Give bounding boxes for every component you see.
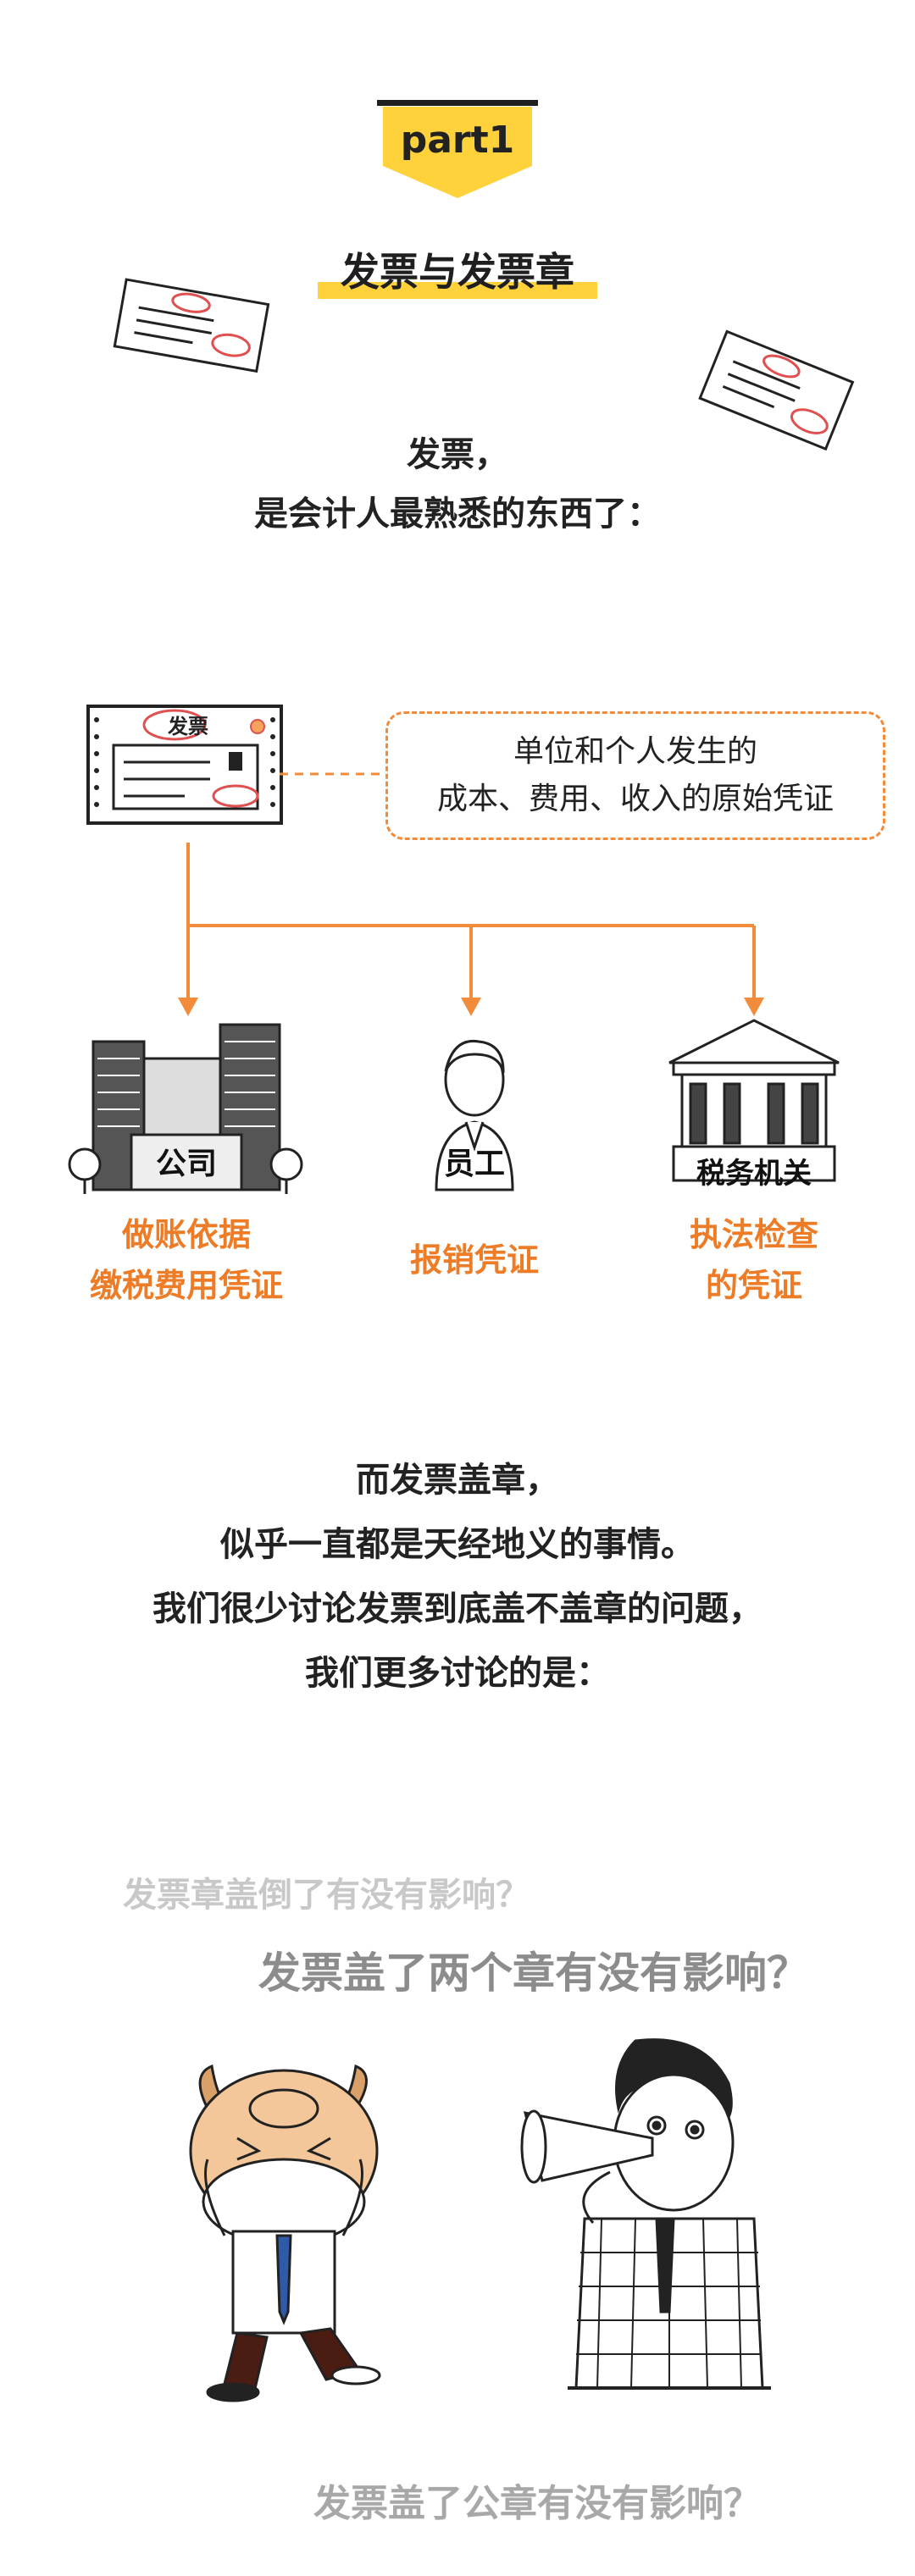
employee-label: 报销凭证: [409, 1241, 539, 1279]
badge-top-bar: [377, 100, 538, 106]
section-title: 发票与发票章: [341, 249, 574, 295]
tax-authority-building-icon: [668, 1019, 840, 1182]
company-label-line-2: 缴税费用凭证: [89, 1267, 283, 1304]
body-line-3: 我们很少讨论发票到底盖不盖章的问题，: [152, 1589, 762, 1628]
question-2: 发票盖了两个章有没有影响？: [258, 1949, 809, 1998]
employee-sign: 员工: [443, 1147, 505, 1181]
dashed-connector: [280, 772, 386, 776]
intro-line-1: 发票，: [407, 435, 508, 474]
invoice-illustration-left: [113, 278, 270, 373]
body-line-4: 我们更多讨论的是：: [305, 1654, 610, 1693]
question-3: 发票盖了公章有没有影响？: [313, 2482, 761, 2525]
company-sign: 公司: [155, 1147, 217, 1181]
flow-arrows: [178, 843, 764, 1016]
part-badge: [383, 107, 532, 198]
part-badge-label: part1: [400, 119, 515, 162]
body-line-1: 而发票盖章，: [356, 1461, 559, 1500]
intro-line-2: 是会计人最熟悉的东西了：: [254, 495, 661, 533]
tax-authority-sign: 税务机关: [696, 1157, 812, 1191]
invoice-icon: [86, 705, 283, 825]
cow-character-illustration: [189, 2064, 381, 2402]
question-1: 发票章盖倒了有没有影响？: [123, 1876, 530, 1915]
definition-line-2: 成本、费用、收入的原始凭证: [436, 782, 834, 816]
invoice-illustration-right: [698, 329, 855, 451]
tax-authority-label-line-1: 执法检查: [689, 1216, 818, 1253]
definition-box: [385, 711, 885, 840]
definition-line-1: 单位和个人发生的: [513, 734, 757, 769]
company-label-line-1: 做账依据: [121, 1216, 251, 1253]
employee-icon: [435, 1039, 514, 1191]
body-line-2: 似乎一直都是天经地义的事情。: [220, 1525, 695, 1564]
company-building-icon: [68, 1023, 303, 1194]
tax-authority-label-line-2: 的凭证: [705, 1267, 802, 1304]
invoice-stamp-text: 发票: [168, 715, 208, 738]
trumpet-man-illustration: [520, 2038, 771, 2390]
title-highlight: [318, 282, 597, 299]
